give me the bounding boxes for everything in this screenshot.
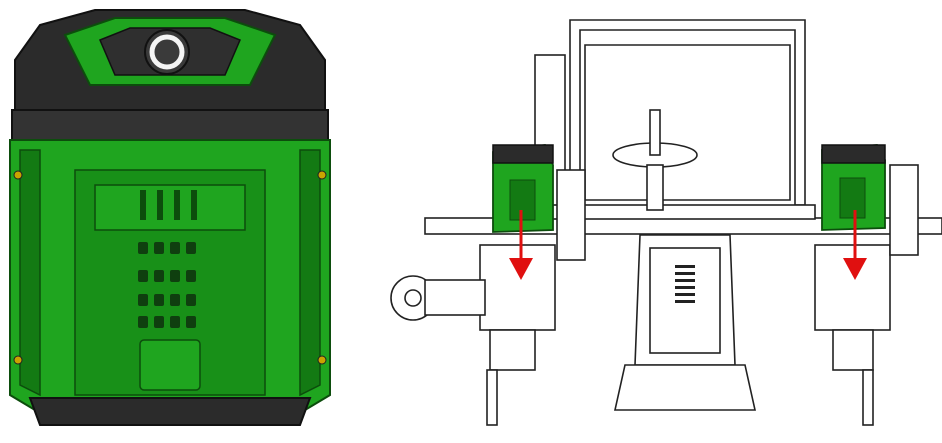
right-battery-icon xyxy=(821,144,886,231)
battery-latch xyxy=(139,339,201,391)
motor-vent xyxy=(675,265,695,303)
right-leg xyxy=(862,369,874,426)
caster-wheel-hub xyxy=(404,289,422,307)
battery-pack-icon xyxy=(9,9,331,426)
mower-handle-inner xyxy=(584,44,791,201)
battery-terminals xyxy=(140,190,197,220)
left-leg xyxy=(486,369,498,426)
steering-column xyxy=(649,109,661,156)
caster-bracket xyxy=(424,279,486,316)
battery-connector-housing xyxy=(94,184,246,231)
battery-screws xyxy=(13,170,327,365)
down-arrow-icon xyxy=(843,210,867,280)
battery-right-rib xyxy=(299,149,321,397)
down-arrow-icon xyxy=(509,210,533,280)
battery-base xyxy=(28,397,312,426)
left-slot-mount xyxy=(489,329,536,371)
left-battery-slot xyxy=(479,244,556,331)
battery-left-rib xyxy=(19,149,41,397)
right-battery-slot xyxy=(814,244,891,331)
right-side-plate xyxy=(889,164,919,256)
mower-handle-frame xyxy=(569,19,806,206)
mower-installation-icon xyxy=(390,19,942,426)
left-battery-icon xyxy=(492,144,554,233)
battery-indicator-light xyxy=(149,34,185,70)
mower-motor-base xyxy=(614,364,756,411)
mower-installation-illustration xyxy=(385,0,942,443)
steering-shaft xyxy=(646,164,664,211)
right-slot-mount xyxy=(832,329,874,371)
battery-pack-illustration xyxy=(0,0,340,443)
left-side-plate xyxy=(556,169,586,261)
battery-vent-grid xyxy=(138,242,196,328)
